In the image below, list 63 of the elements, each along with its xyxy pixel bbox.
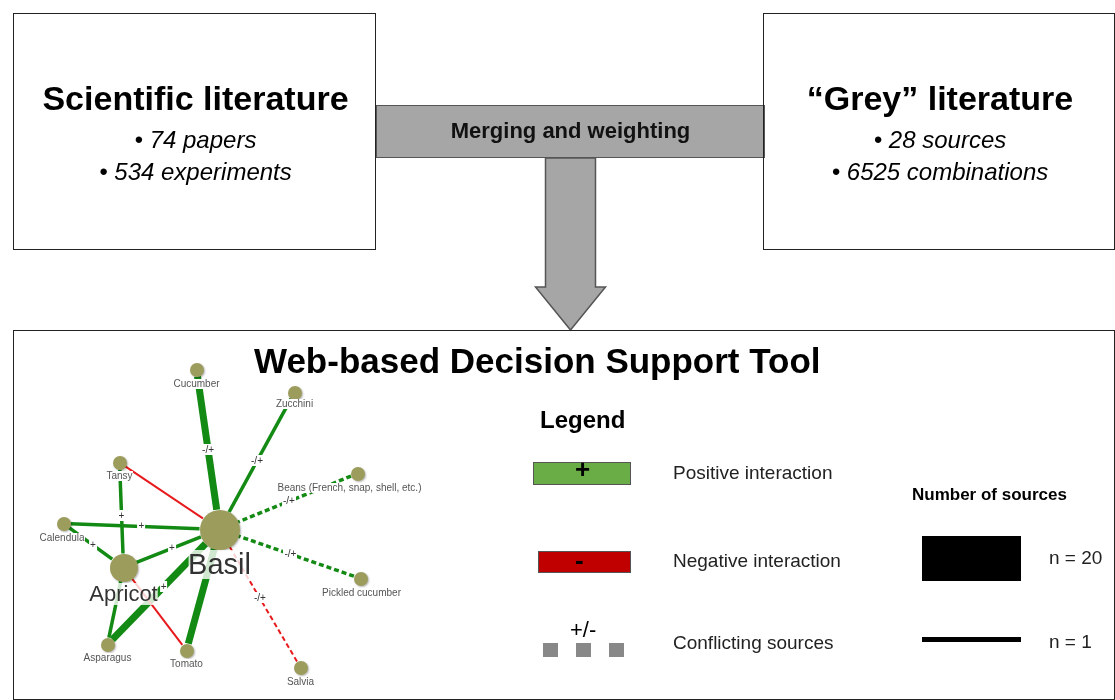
edge-label: -/+ xyxy=(283,548,298,560)
edge-label: + xyxy=(117,509,126,521)
sign-symbol: - xyxy=(575,547,584,573)
legend-heading: Number of sources xyxy=(912,485,1067,505)
plant-node-circle xyxy=(100,637,115,652)
plant-label: Zucchini xyxy=(275,398,314,409)
interaction-line xyxy=(124,465,204,520)
edge-label: + xyxy=(137,520,146,532)
sign-symbol: +/- xyxy=(570,619,597,641)
plant-label: Pickled cucumber xyxy=(322,587,401,598)
bullet-item: • 534 experiments xyxy=(98,157,293,187)
edge-label: -/+ xyxy=(250,454,264,466)
plant-label: Salvia xyxy=(286,676,315,687)
process-label: Merging and weighting xyxy=(449,117,692,145)
process-band xyxy=(376,105,765,158)
plant-node-circle xyxy=(56,516,71,531)
plant-node-circle xyxy=(350,466,365,481)
block-arrow xyxy=(533,157,608,332)
interaction-line xyxy=(194,375,221,511)
legend-heading: Legend xyxy=(540,406,626,434)
plant-node-circle xyxy=(199,509,240,550)
box-heading: “Grey” literature xyxy=(805,79,1075,118)
plant-node-circle xyxy=(293,660,308,675)
interaction-line xyxy=(118,469,125,554)
legend-text: n = 1 xyxy=(1049,631,1092,653)
bullet-item: • 74 papers xyxy=(133,125,258,155)
legend-text: Negative interaction xyxy=(673,550,841,572)
plant-node-circle xyxy=(353,571,368,586)
plant-node-circle xyxy=(109,553,138,582)
edge-label: -/+ xyxy=(252,592,267,604)
interaction-line xyxy=(70,522,200,531)
interaction-line xyxy=(227,397,293,513)
edge-label: + xyxy=(159,580,168,592)
bullet-item: • 28 sources xyxy=(872,125,1008,155)
source-box xyxy=(763,13,1115,250)
source-box xyxy=(13,13,376,250)
interaction-line xyxy=(237,474,352,524)
legend-text: n = 20 xyxy=(1049,547,1103,569)
plant-label: Cucumber xyxy=(173,378,220,389)
box-heading: Scientific literature xyxy=(41,79,350,118)
plant-label: Tansy xyxy=(106,470,133,481)
edge-label: -/+ xyxy=(201,443,215,455)
edge-label: + xyxy=(168,542,176,554)
edge-label: + xyxy=(88,539,97,550)
legend-text: Positive interaction xyxy=(673,462,833,484)
plant-label: Apricot xyxy=(89,582,158,605)
interaction-line xyxy=(109,541,208,642)
plant-node-circle xyxy=(112,455,127,470)
legend-text: Conflicting sources xyxy=(673,632,834,654)
plant-node-circle xyxy=(179,643,194,658)
plant-node-circle xyxy=(287,385,302,400)
bullet-item: • 6525 combinations xyxy=(830,157,1050,187)
edge-label: -/+ xyxy=(281,495,296,507)
panel-title: Web-based Decision Support Tool xyxy=(254,341,821,381)
plant-label: Beans (French, snap, shell, etc.) xyxy=(277,482,422,493)
sign-symbol: + xyxy=(575,456,591,482)
plant-label: Basil xyxy=(188,550,251,579)
interaction-line xyxy=(135,535,202,564)
plant-node-circle xyxy=(189,362,204,377)
plant-label: Calendula xyxy=(39,532,85,543)
plant-label: Tomato xyxy=(170,658,203,669)
plant-label: Asparagus xyxy=(83,652,132,663)
interaction-line xyxy=(237,534,355,578)
